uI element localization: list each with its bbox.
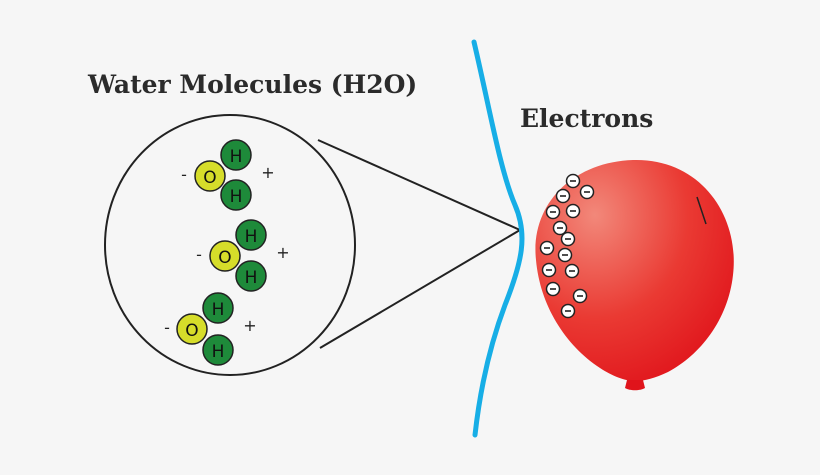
hydrogen-label: H — [245, 268, 258, 288]
molecule-1: H H O - + — [181, 139, 275, 211]
molecule-3: H H O - + — [164, 292, 257, 366]
zoom-line-bottom — [319, 229, 521, 349]
electron-marker — [565, 173, 581, 189]
electron-marker — [560, 303, 576, 319]
positive-charge: + — [276, 243, 289, 262]
water-molecules-title: Water Molecules (H2O) — [88, 70, 418, 99]
oxygen-atom — [209, 240, 241, 272]
electron-marker — [545, 204, 561, 220]
electron-marker — [572, 288, 588, 304]
electron-marker — [539, 240, 555, 256]
hydrogen-label: H — [230, 147, 243, 167]
hydrogen-atom — [220, 179, 252, 211]
electron-marker — [555, 188, 571, 204]
hydrogen-atom — [235, 260, 267, 292]
electron-marker — [541, 262, 557, 278]
electron-marker — [560, 231, 576, 247]
hydrogen-atom — [235, 219, 267, 251]
hydrogen-atom — [202, 292, 234, 324]
oxygen-label: O — [218, 248, 231, 268]
electron-marker — [565, 203, 581, 219]
hydrogen-label: H — [245, 227, 258, 247]
zoom-line-top — [317, 139, 521, 231]
water-stream — [471, 39, 525, 438]
oxygen-label: O — [185, 321, 198, 341]
hydrogen-label: H — [230, 187, 243, 207]
oxygen-atom — [176, 313, 208, 345]
electron-marker — [545, 281, 561, 297]
balloon-body — [535, 159, 734, 381]
hydrogen-atom — [202, 334, 234, 366]
oxygen-label: O — [203, 168, 216, 188]
positive-charge: + — [261, 163, 274, 182]
electron-marker — [552, 220, 568, 236]
molecule-2: H H O - + — [196, 219, 290, 292]
negative-charge: - — [164, 318, 170, 337]
positive-charge: + — [243, 316, 256, 335]
balloon — [535, 159, 734, 391]
hydrogen-label: H — [212, 342, 225, 362]
electrons-title: Electrons — [520, 104, 654, 133]
electron-group — [539, 173, 595, 319]
balloon-knot — [625, 380, 645, 391]
electron-marker — [564, 263, 580, 279]
electron-marker — [557, 247, 573, 263]
negative-charge: - — [196, 245, 202, 264]
balloon-highlight-line — [696, 196, 707, 225]
hydrogen-label: H — [212, 300, 225, 320]
oxygen-atom — [194, 160, 226, 192]
hydrogen-atom — [220, 139, 252, 171]
negative-charge: - — [181, 165, 187, 184]
electron-marker — [579, 184, 595, 200]
